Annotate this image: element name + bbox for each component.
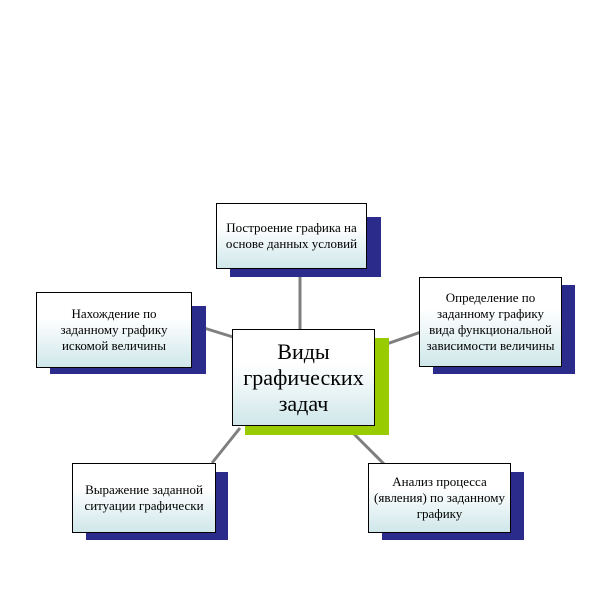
node-bottom-left: Выражение заданной ситуации графически <box>72 463 216 533</box>
node-top-label: Построение графика на основе данных усло… <box>225 220 358 251</box>
node-bottom-left-label: Выражение заданной ситуации графически <box>84 482 204 513</box>
node-left: Нахождение по заданному графику искомой … <box>36 292 192 368</box>
connector-bottom-left <box>210 427 242 464</box>
connector-bottom-right <box>350 430 387 467</box>
node-top: Построение графика на основе данных усло… <box>216 203 367 269</box>
node-right-label: Определение по заданному графику вида фу… <box>426 290 555 353</box>
node-bottom-right: Анализ процесса (явления) по заданному г… <box>368 463 511 533</box>
node-left-label: Нахождение по заданному графику искомой … <box>60 306 168 353</box>
node-bottom-right-label: Анализ процесса (явления) по заданному г… <box>374 474 505 521</box>
center-node: Виды графических задач <box>232 329 375 426</box>
node-right: Определение по заданному графику вида фу… <box>419 277 562 367</box>
center-node-label: Виды графических задач <box>243 338 364 416</box>
